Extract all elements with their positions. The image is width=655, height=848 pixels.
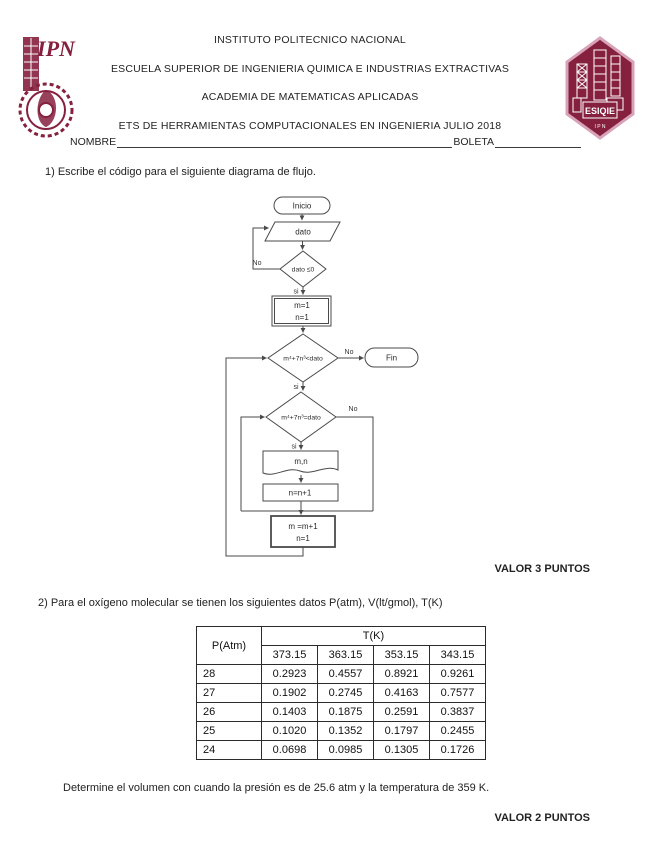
decision-equal xyxy=(265,391,337,443)
institute-name: INSTITUTO POLITECNICO NACIONAL xyxy=(214,34,406,46)
volume-cell: 0.8921 xyxy=(373,664,430,684)
process-init-line2: n=1 xyxy=(295,313,309,322)
temperature-group-header: T(K) xyxy=(261,626,486,646)
table-row: 373.15 363.15 353.15 343.15 xyxy=(197,645,486,665)
edge-d3-no xyxy=(336,416,374,511)
q1-points-label: VALOR 3 PUNTOS xyxy=(494,563,590,575)
decision-dato-si-label: si xyxy=(293,289,299,296)
table-row: 24 0.0698 0.0985 0.1305 0.1726 xyxy=(196,740,486,760)
process-incn xyxy=(262,483,339,502)
input-dato xyxy=(264,221,341,242)
decision-dato xyxy=(279,250,327,288)
volume-cell: 0.2455 xyxy=(429,721,486,741)
temp-header-cell: 363.15 xyxy=(317,645,374,665)
boleta-blank-line xyxy=(495,135,581,148)
volume-cell: 0.1875 xyxy=(317,702,374,722)
volume-cell: 0.0985 xyxy=(317,740,374,760)
edge-d1-no-loop xyxy=(252,225,280,270)
decision-equal-no-label: No xyxy=(349,406,358,413)
esiqie-logo-text: ESIQIE xyxy=(585,106,615,116)
name-boleta-row: NOMBRE BOLETA xyxy=(70,133,582,148)
table-row: 25 0.1020 0.1352 0.1797 0.2455 xyxy=(196,721,486,741)
school-name: ESCUELA SUPERIOR DE INGENIERIA QUIMICA E… xyxy=(110,62,510,75)
volume-cell: 0.2745 xyxy=(317,683,374,703)
edge-loop-d3 xyxy=(240,414,265,511)
terminal-start-label: Inicio xyxy=(293,202,312,211)
terminal-start xyxy=(273,196,331,215)
volume-cell: 0.9261 xyxy=(429,664,486,684)
pvt-data-table: P(Atm) T(K) 373.15 363.15 353.15 343.15 … xyxy=(196,626,486,760)
pressure-cell: 28 xyxy=(196,664,262,684)
terminal-end-label: Fin xyxy=(386,354,397,363)
process-incm-line2: n=1 xyxy=(296,534,310,543)
header-block: INSTITUTO POLITECNICO NACIONAL ESCUELA S… xyxy=(80,34,540,148)
volume-cell: 0.1797 xyxy=(373,721,430,741)
table-row: 27 0.1902 0.2745 0.4163 0.7577 xyxy=(196,683,486,703)
name-blank-line xyxy=(117,135,453,148)
question-1-text: 1) Escribe el código para el siguiente d… xyxy=(45,166,316,178)
volume-cell: 0.1403 xyxy=(261,702,318,722)
flowchart-diagram: Inicio dato dato ≤0 No si m=1 n=1 m⁴+7n³… xyxy=(225,196,419,557)
volume-cell: 0.7577 xyxy=(429,683,486,703)
output-mn xyxy=(262,450,339,475)
decision-dato-no-label: No xyxy=(253,260,262,267)
ipn-logo: IPN xyxy=(18,36,76,138)
table-row: 28 0.2923 0.4557 0.8921 0.9261 xyxy=(196,664,486,684)
volume-cell: 0.2923 xyxy=(261,664,318,684)
decision-equal-si-label: si xyxy=(291,444,297,451)
esiqie-logo: ESIQIE I P N xyxy=(565,36,635,140)
decision-equal-label: m⁴+7n³=dato xyxy=(281,415,321,422)
process-incn-label: n=n+1 xyxy=(289,489,312,498)
process-init-line1: m=1 xyxy=(294,301,310,310)
decision-dato-label: dato ≤0 xyxy=(292,267,315,274)
pressure-cell: 24 xyxy=(196,740,262,760)
volume-cell: 0.3837 xyxy=(429,702,486,722)
volume-cell: 0.0698 xyxy=(261,740,318,760)
pressure-header-cell: P(Atm) xyxy=(196,626,262,665)
ipn-logo-text: IPN xyxy=(36,36,76,61)
volume-cell: 0.1902 xyxy=(261,683,318,703)
name-label: NOMBRE xyxy=(70,136,117,148)
table-row: 26 0.1403 0.1875 0.2591 0.3837 xyxy=(196,702,486,722)
table-row: P(Atm) T(K) xyxy=(196,626,486,665)
volume-cell: 0.1726 xyxy=(429,740,486,760)
process-init-inner-border xyxy=(274,298,329,324)
volume-cell: 0.4557 xyxy=(317,664,374,684)
volume-cell: 0.1305 xyxy=(373,740,430,760)
q2-instruction-text: Determine el volumen con cuando la presi… xyxy=(63,782,490,794)
boleta-label: BOLETA xyxy=(453,136,494,148)
pressure-cell: 25 xyxy=(196,721,262,741)
academy-name: ACADEMIA DE MATEMATICAS APLICADAS xyxy=(201,91,419,103)
temp-header-cell: 373.15 xyxy=(261,645,318,665)
volume-cell: 0.2591 xyxy=(373,702,430,722)
esiqie-ipn-text: I P N xyxy=(594,124,605,130)
exam-title: ETS DE HERRAMIENTAS COMPUTACIONALES EN I… xyxy=(118,119,502,132)
process-init xyxy=(271,295,332,327)
question-2-text: 2) Para el oxígeno molecular se tienen l… xyxy=(38,597,443,609)
pressure-cell: 26 xyxy=(196,702,262,722)
decision-less-label: m⁴+7n³<dato xyxy=(283,356,323,363)
volume-cell: 0.4163 xyxy=(373,683,430,703)
decision-less-si-label: si xyxy=(293,384,299,391)
volume-cell: 0.1020 xyxy=(261,721,318,741)
decision-less xyxy=(267,333,339,383)
terminal-end xyxy=(364,347,419,368)
process-incm xyxy=(270,515,336,548)
volume-cell: 0.1352 xyxy=(317,721,374,741)
q2-points-label: VALOR 2 PUNTOS xyxy=(494,812,590,824)
decision-less-no-label: No xyxy=(345,349,354,356)
input-dato-label: dato xyxy=(295,228,311,237)
temp-header-cell: 343.15 xyxy=(429,645,486,665)
temp-header-cell: 353.15 xyxy=(373,645,430,665)
edge-incm-loop-d2 xyxy=(225,355,304,557)
output-mn-label: m,n xyxy=(294,457,307,466)
process-incm-line1: m =m+1 xyxy=(288,522,318,531)
pressure-cell: 27 xyxy=(196,683,262,703)
